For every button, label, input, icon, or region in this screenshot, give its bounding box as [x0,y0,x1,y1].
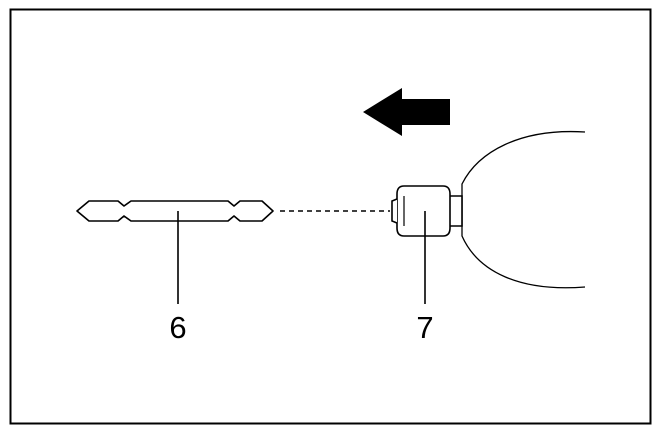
figure-frame [9,8,652,425]
tool-housing [461,130,586,289]
chuck-collar [448,195,463,227]
screwdriver-bit [76,200,274,222]
chuck [391,185,451,237]
callout-label-bit: 6 [169,310,186,345]
callout-label-chuck: 7 [416,310,433,345]
arrow-left-icon [363,88,450,136]
